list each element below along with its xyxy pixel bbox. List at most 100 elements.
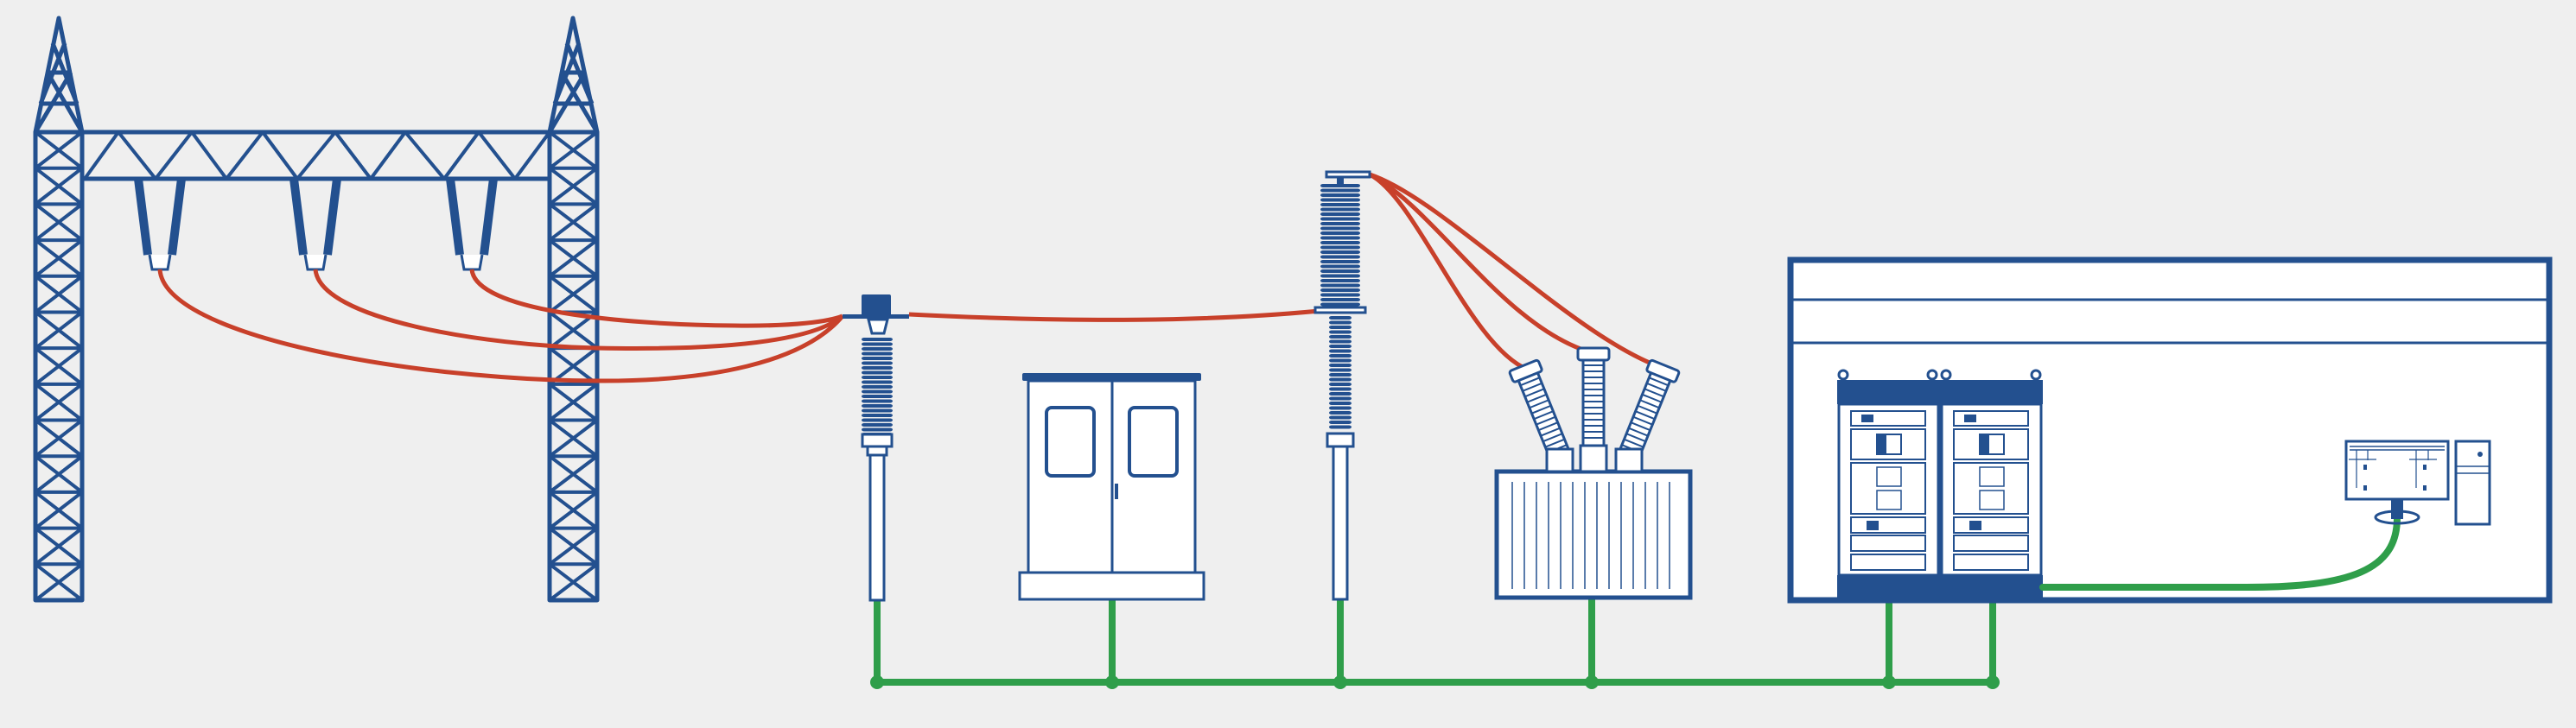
instrument-transformer	[1313, 170, 1371, 601]
control-building	[1787, 256, 2553, 604]
bushing-shed	[1635, 410, 1656, 421]
bushing-shed	[1648, 377, 1669, 387]
insulator-shed	[1320, 217, 1360, 221]
insulator-shed	[862, 370, 893, 375]
earth-node	[1105, 675, 1119, 689]
insulator-shed	[1329, 425, 1352, 429]
insulator-shed	[862, 376, 893, 379]
bushing-shed	[1526, 393, 1547, 403]
insulator-shed	[1329, 396, 1352, 401]
tower-lattice	[34, 130, 84, 602]
insulator-shed	[1329, 392, 1352, 396]
panel-module	[1850, 535, 1926, 552]
kiosk-handle	[1115, 484, 1118, 499]
insulator-shed	[862, 399, 893, 403]
insulator-shed	[1329, 335, 1352, 339]
bushing-right	[1616, 358, 1681, 465]
hv-conductors	[157, 172, 1663, 383]
bushing-shed	[1632, 415, 1653, 426]
insulator-shed	[1320, 269, 1360, 273]
insulator-shed	[1320, 302, 1360, 307]
insulator-shed	[1329, 320, 1352, 325]
insulator-shed	[862, 342, 893, 346]
bushing-shed	[1540, 427, 1561, 437]
bushing-shed	[1637, 404, 1657, 415]
insulator-shed	[1329, 345, 1352, 348]
insulator-shed	[1320, 198, 1360, 202]
panel-module	[1953, 516, 2029, 534]
bushing-left	[1508, 358, 1573, 465]
bushing-shed	[1631, 421, 1651, 432]
insulator-shed	[862, 357, 893, 360]
insulator-shed	[1320, 274, 1360, 278]
crossbar	[82, 130, 550, 181]
io-card	[1876, 466, 1902, 487]
bushing-shed	[1520, 377, 1541, 387]
bushing-shed	[1544, 438, 1565, 448]
bushing-shed	[1522, 382, 1542, 392]
bushing-shed	[1628, 427, 1649, 437]
insulator-shed	[1329, 406, 1352, 410]
relay-device	[1861, 415, 1873, 422]
insulator-shed	[1320, 188, 1360, 193]
insulator-shed	[1329, 387, 1352, 391]
bushing-shed	[1536, 415, 1556, 426]
insulator-clamp	[303, 254, 328, 271]
insulator-shed	[1320, 293, 1360, 297]
bushing-shed	[1624, 438, 1644, 448]
earth-node	[870, 675, 884, 689]
insulator-shed	[1320, 226, 1360, 231]
earth-bus	[870, 588, 2000, 689]
insulator-shed	[1320, 245, 1360, 250]
insulator-shed	[862, 418, 893, 422]
insulator-shed	[1320, 288, 1360, 292]
insulator-shed	[1329, 330, 1352, 334]
insulator-shed	[862, 427, 893, 432]
right-tower-spire	[547, 16, 600, 134]
bushing-shed	[1625, 433, 1646, 443]
insulator-shed	[1320, 236, 1360, 240]
insulator-shed	[1320, 255, 1360, 259]
io-card	[1979, 466, 2005, 487]
insulator-shed	[1329, 402, 1352, 405]
insulator-shed	[1329, 377, 1352, 382]
insulator-shed	[862, 404, 893, 408]
insulator-shed	[1320, 250, 1360, 254]
insulator-shed	[1320, 203, 1360, 206]
insulator-shed	[1329, 368, 1352, 372]
bushing-shed	[1642, 393, 1663, 403]
insulator-shed	[1320, 193, 1360, 197]
bushing-shed	[1533, 410, 1554, 421]
insulator-shed	[1329, 411, 1352, 415]
insulator	[289, 178, 341, 256]
earth-node	[1882, 675, 1896, 689]
relay-device	[1964, 415, 1976, 422]
power-transformer	[1494, 346, 1693, 600]
insulator-shed	[862, 361, 893, 365]
bushing-shed	[1644, 388, 1664, 398]
insulator-shed	[1329, 339, 1352, 344]
relay-screen	[1878, 435, 1886, 453]
kiosk-window-right	[1128, 406, 1179, 478]
protection-panels	[1837, 369, 2043, 598]
insulator-clamp	[148, 254, 172, 271]
insulator-shed	[1320, 222, 1360, 225]
insulator-shed	[862, 389, 893, 394]
insulator-shed	[1320, 207, 1360, 212]
outdoor-kiosk	[1018, 373, 1205, 601]
insulator-shed	[1329, 316, 1352, 320]
insulator-shed	[862, 385, 893, 389]
insulator-shed	[1329, 373, 1352, 377]
earth-node	[1585, 675, 1599, 689]
bushing-middle	[1576, 346, 1611, 451]
insulator-shed	[862, 338, 893, 341]
insulator-shed	[1320, 260, 1360, 263]
lattice-gantry	[33, 16, 600, 603]
panel-module	[1953, 535, 2029, 552]
io-card	[1876, 490, 1902, 510]
insulator-shed	[1320, 241, 1360, 244]
earth-node	[1333, 675, 1347, 689]
insulator-shed	[1329, 421, 1352, 424]
insulator-shed	[1329, 326, 1352, 329]
switch-device	[1969, 521, 1981, 530]
